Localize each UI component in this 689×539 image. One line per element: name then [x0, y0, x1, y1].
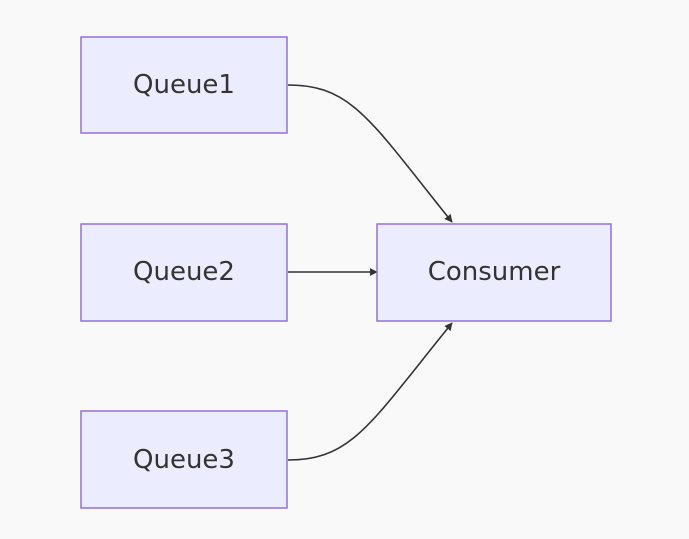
node-consumer-label: Consumer: [428, 257, 561, 287]
node-queue3-label: Queue3: [133, 445, 235, 475]
node-consumer-box: [376, 223, 612, 322]
node-queue2-label: Queue2: [133, 257, 235, 287]
edge-queue1-to-consumer: [287, 84, 453, 223]
node-queue3-box: [80, 410, 288, 509]
node-queue2-box: [80, 223, 288, 322]
edges: [287, 84, 453, 461]
node-queue2[interactable]: Queue2: [80, 223, 288, 322]
node-queue3[interactable]: Queue3: [80, 410, 288, 509]
edge-queue3-to-consumer: [287, 322, 453, 461]
node-consumer[interactable]: Consumer: [376, 223, 612, 322]
node-queue1-label: Queue1: [133, 70, 235, 100]
node-queue1-box: [80, 36, 288, 134]
node-queue1[interactable]: Queue1: [80, 36, 288, 134]
